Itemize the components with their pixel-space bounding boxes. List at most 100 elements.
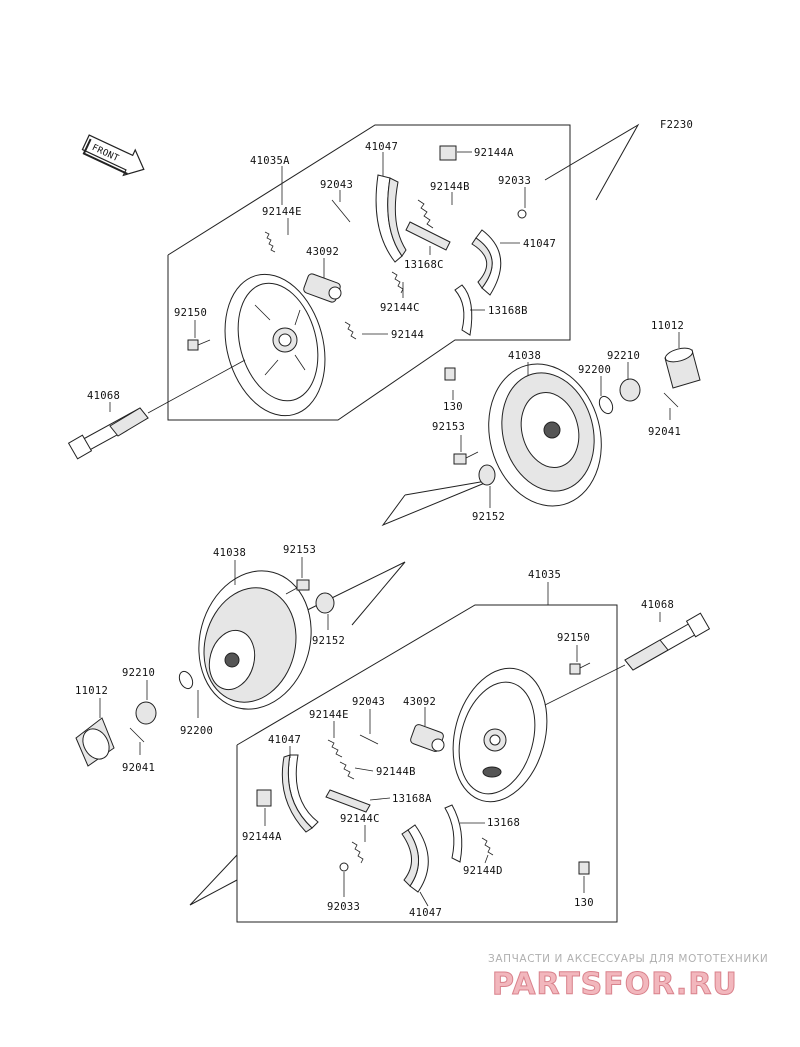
label-top-41068: 41068 (87, 390, 120, 402)
nut-top (619, 378, 641, 402)
label-top-41047-right: 41047 (523, 238, 556, 250)
label-top-92144C: 92144C (380, 302, 420, 314)
label-bottom-130: 130 (574, 897, 594, 909)
bolt-130-top (444, 367, 456, 381)
spring-e-bottom (327, 739, 343, 758)
label-top-92144A: 92144A (474, 147, 514, 159)
label-top-43092: 43092 (306, 246, 339, 258)
label-41035A: 41035A (250, 155, 290, 167)
label-top-92041: 92041 (648, 426, 681, 438)
bolt-130-bottom (578, 861, 590, 875)
label-top-92150: 92150 (174, 307, 207, 319)
brake-shoe-left (281, 754, 319, 833)
spring-b-bottom (339, 761, 355, 780)
spring-top (344, 321, 357, 340)
label-bottom-92041: 92041 (122, 762, 155, 774)
top-assembly-frame (167, 123, 640, 527)
label-bottom-41047-lower: 41047 (409, 907, 442, 919)
brake-shoe-right (471, 229, 502, 296)
figure-code: F2230 (660, 119, 693, 131)
label-top-92144E: 92144E (262, 206, 302, 218)
spring-c-top (391, 271, 404, 294)
adjuster-c-top (405, 221, 451, 251)
nut-bottom (135, 701, 157, 725)
spring-b-top (417, 199, 434, 229)
stud-top (453, 451, 479, 465)
label-top-13168C: 13168C (404, 259, 444, 271)
spring-d-bottom (481, 837, 494, 856)
brake-drum-bottom (198, 570, 312, 710)
label-bottom-43092: 43092 (403, 696, 436, 708)
washer-top (598, 395, 614, 415)
label-top-41047-upper: 41047 (365, 141, 398, 153)
axle-top (67, 359, 246, 460)
label-bottom-92144E: 92144E (309, 709, 349, 721)
label-top-92144B: 92144B (430, 181, 470, 193)
seal-bottom (315, 592, 335, 614)
clip-top (517, 209, 527, 219)
spring-e-top (264, 231, 276, 253)
label-bottom-92210: 92210 (122, 667, 155, 679)
label-bottom-92144C: 92144C (340, 813, 380, 825)
label-bottom-41047-left: 41047 (268, 734, 301, 746)
wheel-cylinder-bottom (410, 724, 445, 752)
lever-bottom (444, 804, 463, 863)
label-top-92144: 92144 (391, 329, 424, 341)
label-bottom-41068: 41068 (641, 599, 674, 611)
label-bottom-11012: 11012 (75, 685, 108, 697)
label-bottom-92153: 92153 (283, 544, 316, 556)
label-top-92043: 92043 (320, 179, 353, 191)
top-leaders (109, 151, 680, 508)
wheel-cylinder-top (303, 273, 342, 303)
label-bottom-92033: 92033 (327, 901, 360, 913)
label-bottom-13168: 13168 (487, 817, 520, 829)
pin-top (331, 199, 351, 223)
label-41035: 41035 (528, 569, 561, 581)
label-top-41038: 41038 (508, 350, 541, 362)
label-bottom-92150: 92150 (557, 632, 590, 644)
brake-drum-top (488, 363, 602, 507)
label-top-13168B: 13168B (488, 305, 528, 317)
seal-top (478, 464, 496, 486)
label-top-92152: 92152 (472, 511, 505, 523)
label-bottom-13168A: 13168A (392, 793, 432, 805)
label-top-92033: 92033 (498, 175, 531, 187)
bottom-leaders (99, 557, 661, 907)
label-bottom-92144A: 92144A (242, 831, 282, 843)
bolt-plate-bottom (569, 662, 591, 675)
backing-plate-top (224, 273, 326, 417)
label-top-11012: 11012 (651, 320, 684, 332)
label-top-130: 130 (443, 401, 463, 413)
spring-c-bottom (351, 841, 364, 864)
label-top-92200: 92200 (578, 364, 611, 376)
label-bottom-92144B: 92144B (376, 766, 416, 778)
brake-shoe-top (375, 174, 407, 263)
pin-bottom (359, 734, 379, 745)
front-arrow-icon: FRONT (81, 134, 145, 177)
spring-clip-a-bottom (256, 789, 272, 807)
label-bottom-92043: 92043 (352, 696, 385, 708)
bolt-plate-top (187, 339, 211, 351)
brake-shoe-lower (401, 824, 429, 893)
label-bottom-41038: 41038 (213, 547, 246, 559)
axle-bottom (544, 612, 711, 706)
adjuster-a-bottom (325, 789, 371, 813)
cotter-top (663, 392, 679, 408)
lever-b-top (454, 284, 473, 336)
cotter-bottom (129, 727, 145, 743)
clip-bottom (339, 862, 349, 872)
hub-cap-top (664, 347, 701, 389)
label-top-92210: 92210 (607, 350, 640, 362)
label-bottom-92152: 92152 (312, 635, 345, 647)
label-bottom-92200: 92200 (180, 725, 213, 737)
label-bottom-92144D: 92144D (463, 865, 503, 877)
hub-cap-bottom (75, 717, 115, 767)
stud-bottom (285, 579, 310, 595)
watermark-tagline: ЗАПЧАСТИ И АКСЕССУАРЫ ДЛЯ МОТОТЕХНИКИ (488, 953, 768, 965)
watermark-brand: PARTSFOR.RU (492, 967, 738, 1002)
label-top-92153: 92153 (432, 421, 465, 433)
backing-plate-bottom (452, 667, 548, 803)
spring-clip-a-top (439, 145, 457, 161)
washer-bottom (178, 670, 194, 690)
